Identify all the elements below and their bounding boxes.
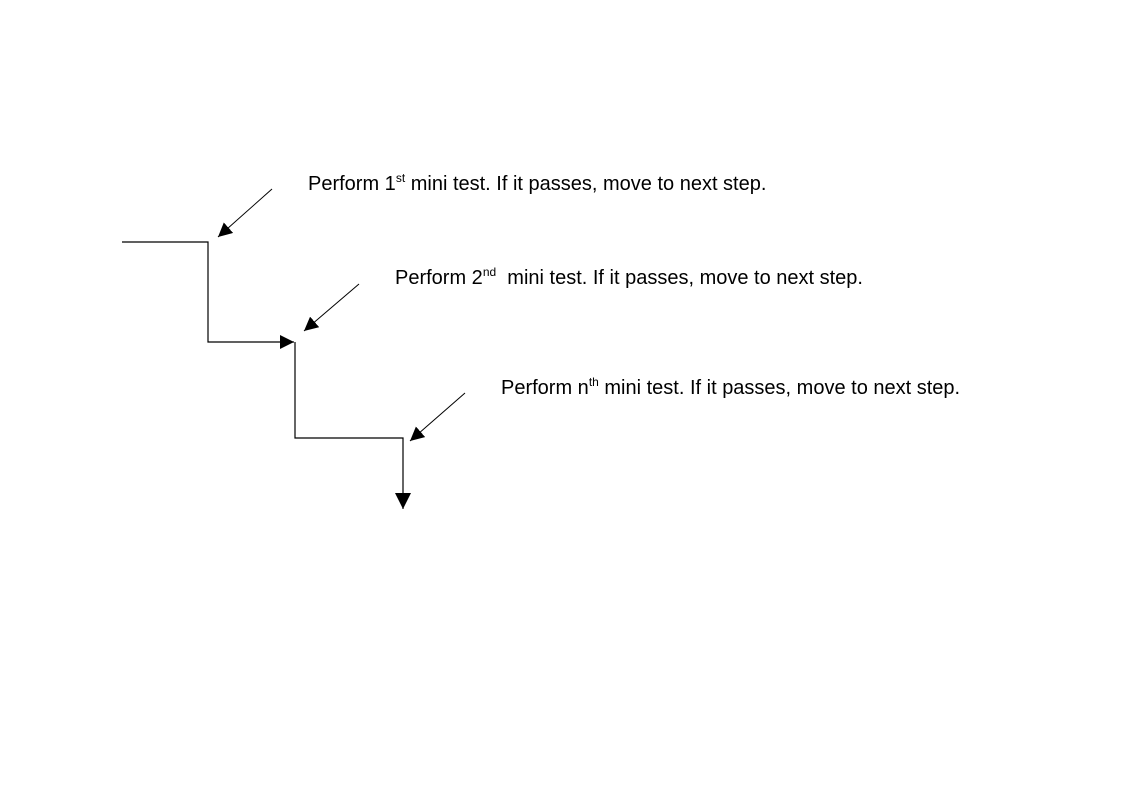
step-1-label: Perform 1st mini test. If it passes, mov…	[308, 172, 766, 196]
step-n-text-post: mini test. If it passes, move to next st…	[598, 377, 961, 399]
step-1-ordinal-suffix: st	[395, 171, 406, 185]
step-2-text-post: mini test. If it passes, move to next st…	[496, 267, 863, 289]
pointer-arrow-step-3	[409, 392, 466, 442]
step-2-label: Perform 2nd mini test. If it passes, mov…	[395, 266, 863, 290]
step-2-ordinal-suffix: nd	[482, 265, 497, 279]
step-n-text-pre: Perform n	[501, 377, 589, 399]
pointer-arrow-step-2	[303, 283, 360, 332]
step-1-text-post: mini test. If it passes, move to next st…	[405, 173, 767, 195]
staircase-line-step-2	[294, 342, 411, 509]
step-1-text-pre: Perform 1	[308, 173, 396, 195]
step-n-label: Perform nth mini test. If it passes, mov…	[501, 376, 960, 400]
step-2-text-pre: Perform 2	[395, 267, 483, 289]
staircase-line-step-1	[122, 241, 294, 349]
step-n-ordinal-suffix: th	[588, 375, 599, 389]
pointer-arrow-step-1	[217, 188, 273, 238]
